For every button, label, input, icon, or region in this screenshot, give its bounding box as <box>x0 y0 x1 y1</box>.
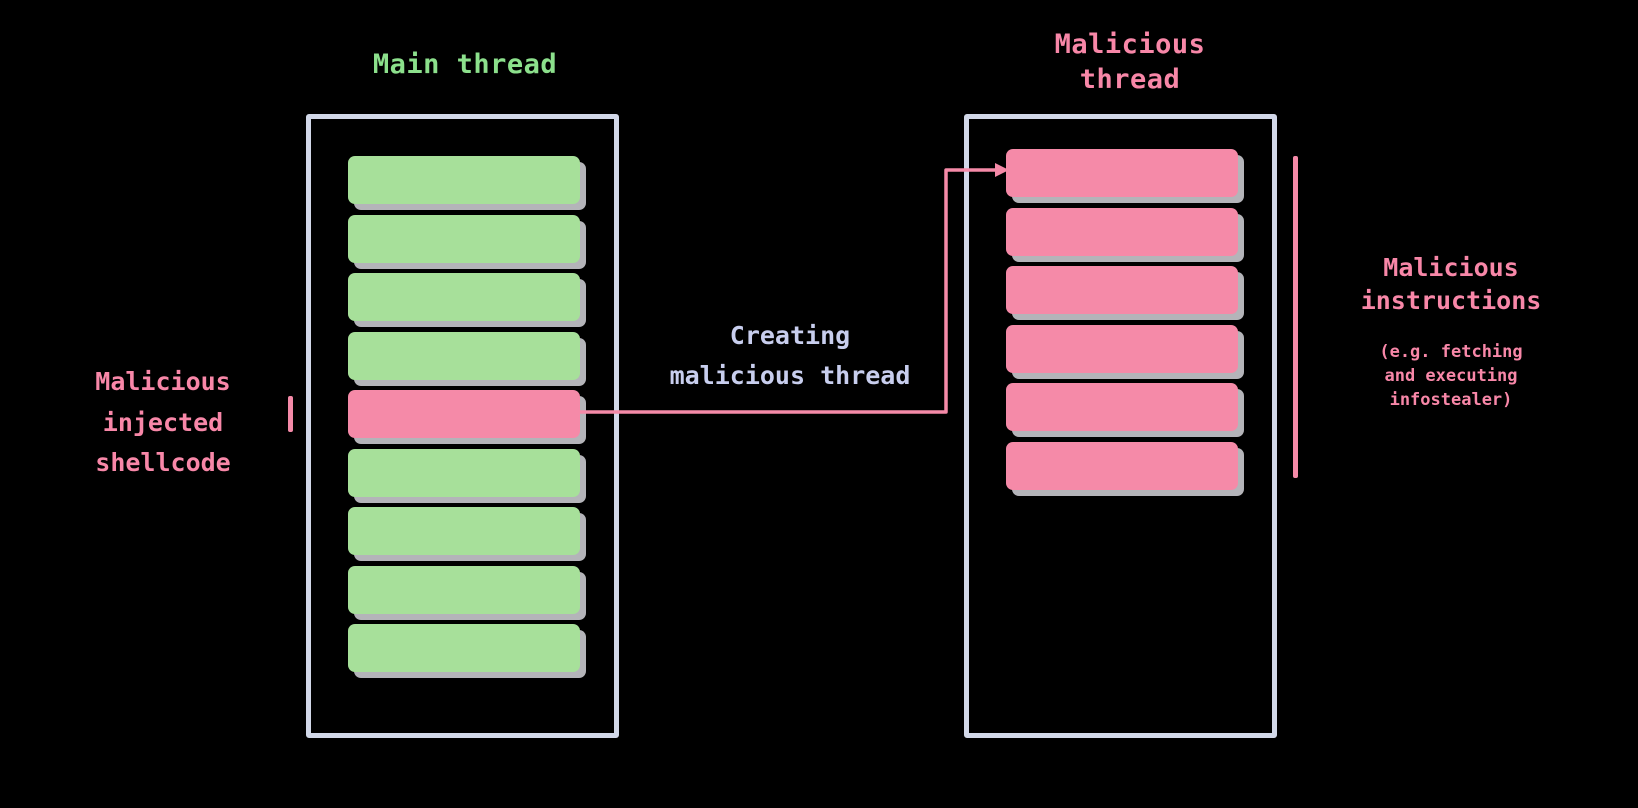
main-thread-normal-bar <box>348 273 580 321</box>
malicious-thread-malicious-bar <box>1006 149 1238 197</box>
arrow-path <box>580 168 1005 414</box>
malicious-thread-container <box>964 114 1277 738</box>
instructions-detail-text: (e.g. fetching and executing infostealer… <box>1379 342 1523 411</box>
creating-malicious-thread-label: Creating malicious thread <box>669 321 911 390</box>
malicious-thread-title: Malicious thread <box>1054 29 1206 95</box>
main-thread-normal-bar <box>348 156 580 204</box>
malicious-thread-malicious-bar <box>1006 324 1238 373</box>
main-thread-normal-bar <box>348 565 580 614</box>
main-thread-normal-bar <box>348 448 580 497</box>
main-thread-normal-bar <box>348 214 580 263</box>
arrow-head-icon <box>995 163 1009 177</box>
main-thread-title: Main thread <box>372 49 558 80</box>
instructions-bracket <box>1293 156 1298 478</box>
malicious-thread-malicious-bar <box>1006 383 1238 431</box>
main-thread-malicious-bar <box>348 390 580 438</box>
malicious-thread-malicious-bar <box>1006 207 1238 256</box>
shellcode-bracket <box>288 396 293 432</box>
malicious-shellcode-label: Malicious injected shellcode <box>95 367 231 477</box>
malicious-instructions-label: Malicious instructions (e.g. fetching an… <box>1306 232 1596 431</box>
malicious-thread-malicious-bar <box>1006 266 1238 314</box>
main-thread-normal-bar <box>348 624 580 672</box>
main-thread-container <box>306 114 619 738</box>
main-thread-normal-bar <box>348 331 580 380</box>
instructions-title-text: Malicious instructions <box>1360 253 1542 315</box>
main-thread-normal-bar <box>348 507 580 555</box>
malicious-thread-malicious-bar <box>1006 441 1238 490</box>
